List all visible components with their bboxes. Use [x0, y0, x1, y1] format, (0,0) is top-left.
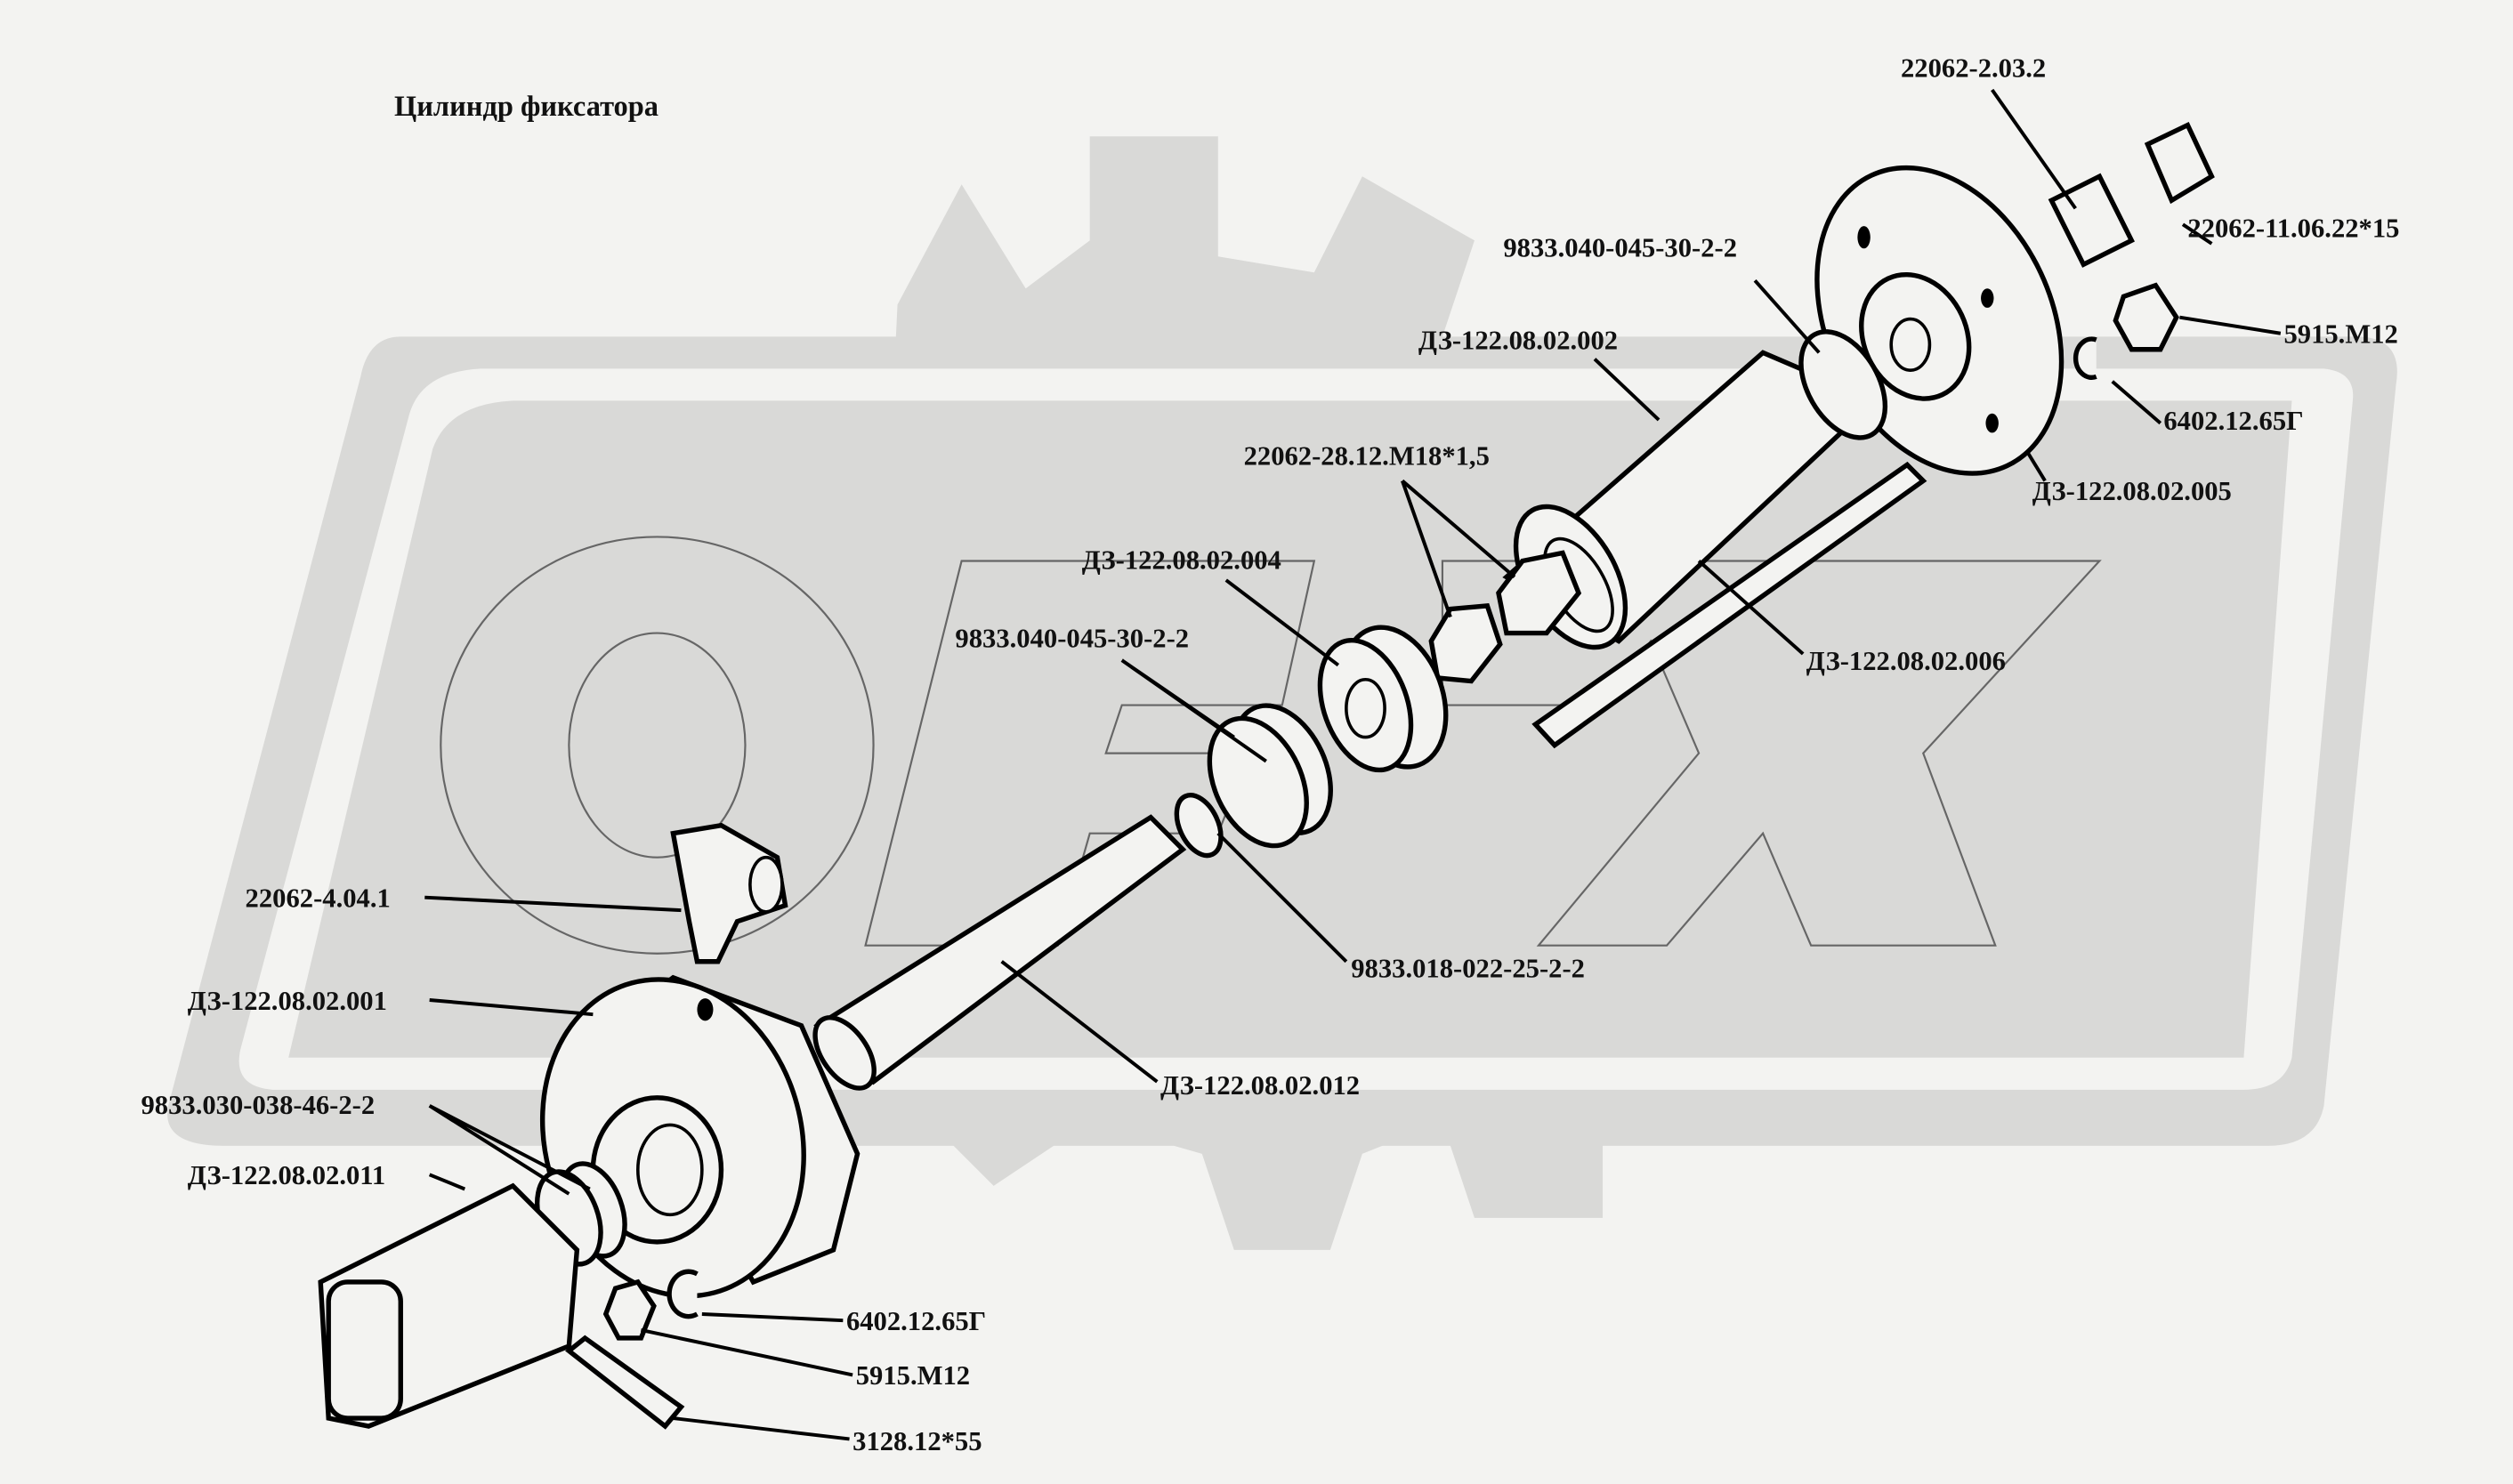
label-piston: ДЗ-122.08.02.004: [1082, 544, 1281, 575]
part-washer: [667, 1269, 699, 1319]
part-ring-small: [1174, 793, 1224, 859]
label-fitting-top: 22062-2.03.2: [1901, 53, 2046, 84]
label-cover-bottom: ДЗ-122.08.02.001: [188, 986, 387, 1016]
diagram-title: Цилиндр фиксатора: [394, 91, 659, 123]
parts: [318, 121, 2215, 1430]
label-ring-small: 9833.018-022-25-2-2: [1351, 954, 1585, 984]
part-fitting: [2048, 173, 2135, 268]
part-piston: [1317, 625, 1449, 773]
label-cylinder: ДЗ-122.08.02.002: [1418, 326, 1618, 356]
label-elbow: 22062-4.04.1: [246, 883, 391, 914]
label-stud: ДЗ-122.08.02.006: [1806, 646, 2006, 676]
part-pin: [565, 1335, 685, 1430]
part-nut-m18: [1496, 550, 1582, 636]
label-cover-top: ДЗ-122.08.02.005: [2032, 476, 2232, 506]
label-nut-bottom: 5915.M12: [856, 1360, 970, 1391]
label-cap-top: 22062-11.06.22*15: [2187, 214, 2399, 244]
label-rod: ДЗ-122.08.02.012: [1160, 1070, 1360, 1101]
label-nuts-m18: 22062-28.12.M18*1,5: [1244, 440, 1490, 471]
label-pin: 3128.12*55: [852, 1426, 982, 1456]
label-rings-mid: 9833.040-045-30-2-2: [955, 624, 1189, 654]
part-cap: [2144, 121, 2215, 205]
label-nut-top: 5915.M12: [2283, 319, 2397, 350]
part-elbow: [670, 822, 788, 964]
label-ring-top: 9833.040-045-30-2-2: [1503, 232, 1737, 262]
part-washer: [2073, 336, 2097, 380]
part-nut-m18: [1428, 603, 1503, 684]
part-ring: [1207, 715, 1309, 849]
part-stud: [1531, 461, 1927, 749]
label-fork: ДЗ-122.08.02.011: [188, 1160, 385, 1190]
part-nut: [2113, 282, 2179, 352]
part-fork: [318, 1182, 580, 1429]
part-nut: [602, 1278, 657, 1341]
callout-labels: 22062-2.03.2 22062-11.06.22*15 9833.040-…: [141, 53, 2399, 1456]
part-rod: [812, 814, 1187, 1091]
label-washer-top: 6402.12.65Г: [2163, 406, 2303, 436]
label-rings-bottom: 9833.030-038-46-2-2: [141, 1090, 375, 1120]
leader-lines: [424, 88, 2282, 1441]
label-washer-bottom: 6402.12.65Г: [846, 1306, 986, 1336]
